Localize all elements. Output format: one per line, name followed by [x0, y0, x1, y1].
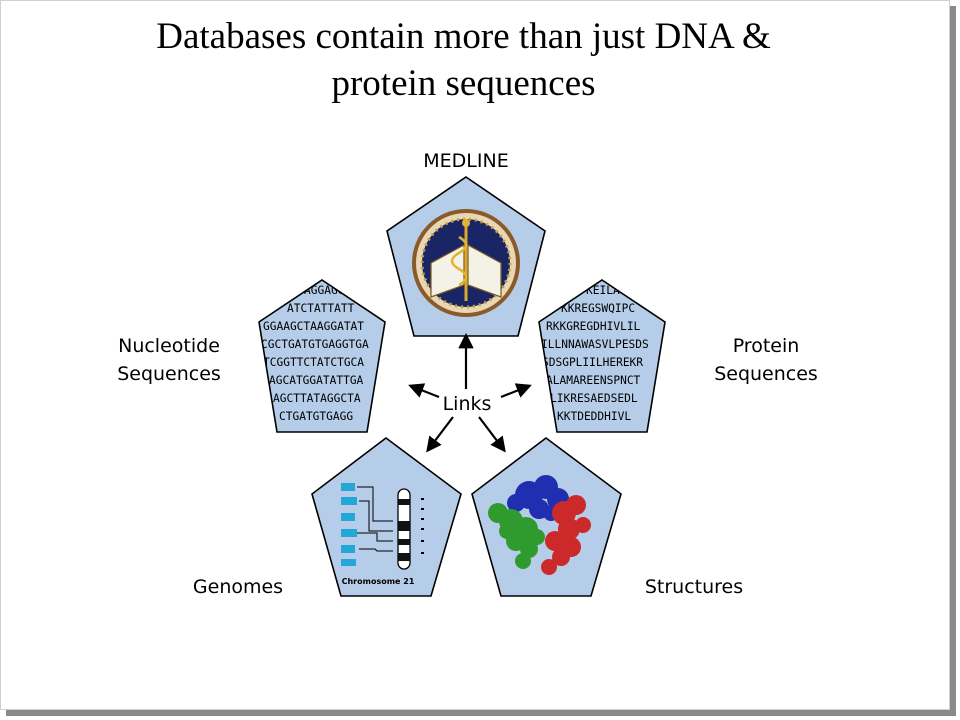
medline-node — [386, 176, 546, 337]
nucleotide-label: Nucleotide Sequences — [99, 332, 239, 388]
nucleotide-seq-line: AGGAGGT — [304, 284, 351, 297]
title-line-2: protein sequences — [331, 63, 596, 104]
chromosome-map-icon — [341, 483, 424, 570]
nucleotide-label-line-1: Nucleotide — [118, 335, 220, 357]
genomes-pentagon — [311, 436, 462, 597]
protein-structure-icon — [488, 475, 591, 575]
protein-seq-line: RKKGREGDHIVLIL — [546, 320, 641, 333]
nucleotide-seq-line: CTGATGTGAGG — [279, 410, 353, 423]
nucleotide-seq-line: ATCTATTATT — [287, 302, 355, 315]
slide-title: Databases contain more than just DNA & p… — [61, 13, 866, 107]
protein-seq-line: KKTDEDDHIVL — [557, 410, 631, 423]
links-label: Links — [442, 393, 492, 415]
protein-label-line-2: Sequences — [714, 363, 818, 385]
arrow-to-nucleotide — [408, 383, 440, 399]
nucleotide-pentagon — [258, 279, 386, 433]
chromosome-caption: Chromosome 21 — [342, 577, 415, 586]
arrow-to-structures — [478, 416, 506, 453]
nucleotide-seq-line: AGCATGGATATTGA — [269, 374, 364, 387]
genomes-node: Chromosome 21 — [311, 436, 462, 597]
protein-label-line-1: Protein — [732, 335, 800, 357]
nucleotide-seq-line: TCGGTTCTATCTGCA — [263, 356, 364, 369]
nlm-seal-icon — [412, 209, 520, 317]
protein-seq-line: ALAMAREENSPNCT — [546, 374, 641, 387]
medline-label: MEDLINE — [423, 150, 509, 172]
protein-seq-line: KKREGSWQIPC — [561, 302, 635, 315]
link-arrows — [408, 332, 532, 453]
slide: Databases contain more than just DNA & p… — [0, 0, 950, 710]
protein-seq-line: LIKRESAEDSEDL — [550, 392, 638, 405]
structures-node — [471, 436, 622, 597]
nucleotide-seq-line: GGAAGCTAAGGATAT — [263, 320, 364, 333]
nucleotide-seq-line: AGCTTATAGGCTA — [273, 392, 361, 405]
protein-seq-line: SDSGPLIILHEREKR — [542, 356, 643, 369]
protein-pentagon — [538, 279, 666, 433]
protein-label: Protein Sequences — [696, 332, 836, 388]
database-links-diagram: AGGAGGT ATCTATTATT GGAAGCTAAGGATAT CGCTG… — [258, 176, 666, 597]
structures-label: Structures — [644, 576, 744, 598]
protein-sequence-text: KEILA KKREGSWQIPC RKKGREGDHIVLIL ILLNNAW… — [541, 284, 649, 423]
genomes-label: Genomes — [192, 576, 284, 598]
protein-node: KEILA KKREGSWQIPC RKKGREGDHIVLIL ILLNNAW… — [538, 279, 666, 433]
title-line-1: Databases contain more than just DNA & — [156, 16, 771, 57]
nucleotide-label-line-2: Sequences — [117, 363, 221, 385]
protein-seq-line: KEILA — [586, 284, 620, 297]
protein-seq-line: ILLNNAWASVLPESDS — [541, 338, 649, 351]
nucleotide-node: AGGAGGT ATCTATTATT GGAAGCTAAGGATAT CGCTG… — [258, 279, 386, 433]
nucleotide-seq-line: CGCTGATGTGAGGTGA — [261, 338, 369, 351]
arrow-to-protein — [500, 383, 532, 399]
arrow-to-genomes — [426, 416, 454, 453]
